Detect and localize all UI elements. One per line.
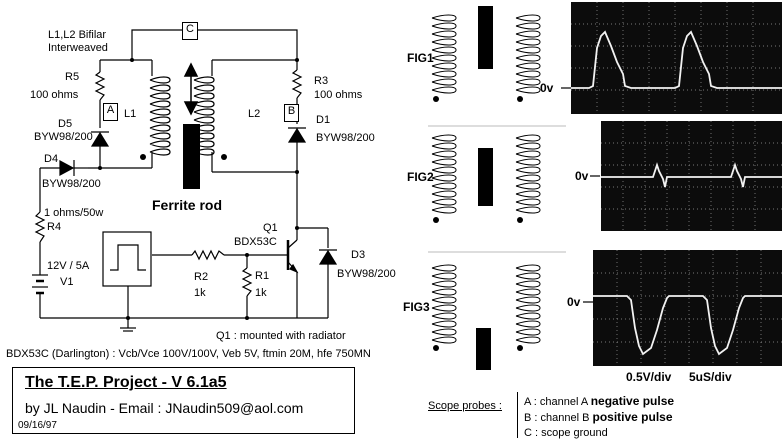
d3-part: BYW98/200: [337, 268, 396, 280]
scope-fig1: [571, 2, 782, 114]
probe-c-legend: C : scope ground: [524, 427, 608, 439]
v1-name: V1: [60, 276, 74, 288]
probe-b-legend: B : channel B positive pulse: [524, 411, 673, 424]
bifilar-label-line2: Interweaved: [48, 42, 108, 54]
ferrite-rod-label: Ferrite rod: [152, 197, 223, 213]
fig2-zero-label: 0v: [575, 169, 589, 183]
fig1-label: FIG1: [407, 51, 434, 65]
d1-name: D1: [316, 114, 331, 126]
project-title: The T.E.P. Project - V 6.1a5: [25, 374, 227, 391]
d1-part: BYW98/200: [316, 132, 375, 144]
fig2-coils: [431, 134, 541, 223]
r3-value: 100 ohms: [314, 89, 363, 101]
d5-part: BYW98/200: [34, 131, 93, 143]
coil-l1-label: L1: [124, 108, 137, 120]
coil-l1: [149, 76, 171, 156]
title-block: [12, 367, 355, 434]
fig2-label: FIG2: [407, 170, 434, 184]
v1-value: 12V / 5A: [47, 260, 90, 272]
fig1-zero-label: 0v: [540, 81, 554, 95]
r5-value: 100 ohms: [30, 89, 79, 101]
q1-part: BDX53C: [234, 236, 277, 248]
probe-point-b: B: [284, 104, 299, 122]
project-date: 09/16/97: [18, 420, 57, 431]
d3-name: D3: [351, 249, 366, 261]
probe-b-text: B : channel B: [524, 412, 590, 424]
r4-value: 1 ohms/50w: [44, 207, 104, 219]
fig1-coils: [431, 6, 541, 102]
fig3-zero-label: 0v: [567, 295, 581, 309]
probes-divider: [517, 392, 518, 438]
r3-name: R3: [314, 75, 329, 87]
r2-value: 1k: [194, 287, 206, 299]
scale-time-per-div: 5uS/div: [689, 370, 732, 384]
double-arrow-icon: [183, 62, 199, 116]
ferrite-rod: [183, 124, 200, 189]
scope-probes-label: Scope probes :: [428, 400, 502, 412]
r1-value: 1k: [255, 287, 267, 299]
battery-symbol: [32, 274, 48, 297]
transistor-symbol: [286, 240, 299, 274]
diode-symbols: [59, 127, 338, 265]
d5-name: D5: [58, 118, 73, 130]
probe-a-text: A : channel A: [524, 396, 588, 408]
author-email: by JL Naudin - Email : JNaudin509@aol.co…: [25, 400, 304, 416]
fig3-coils: [431, 264, 541, 370]
bdx53c-spec-note: BDX53C (Darlington) : Vcb/Vce 100V/100V,…: [6, 348, 371, 360]
zero-markers: [561, 87, 600, 303]
probe-a-desc: negative pulse: [590, 394, 675, 408]
bifilar-label-line1: L1,L2 Bifilar: [48, 29, 107, 41]
probe-a-legend: A : channel A negative pulse: [524, 395, 674, 408]
probe-point-a: A: [103, 103, 118, 121]
q1-mount-note: Q1 : mounted with radiator: [216, 330, 346, 342]
junction-dots: [98, 58, 299, 320]
scale-volts-per-div: 0.5V/div: [626, 370, 672, 384]
scope-fig2: [601, 121, 782, 231]
coil-l2-label: L2: [248, 108, 261, 120]
figure-separators: [428, 125, 566, 253]
fig3-label: FIG3: [403, 300, 430, 314]
d4-part: BYW98/200: [42, 178, 101, 190]
r5-name: R5: [65, 71, 80, 83]
coil-dots: [140, 154, 227, 160]
r1-name: R1: [255, 270, 270, 282]
pulse-generator-symbol: [102, 231, 152, 287]
probe-point-c: C: [182, 22, 198, 40]
probe-b-desc: positive pulse: [592, 410, 673, 424]
scope-fig3: [593, 250, 782, 366]
d4-name: D4: [44, 153, 59, 165]
resistor-symbols: [34, 69, 303, 297]
q1-name: Q1: [263, 222, 278, 234]
r2-name: R2: [194, 271, 209, 283]
r4-name: R4: [47, 221, 62, 233]
